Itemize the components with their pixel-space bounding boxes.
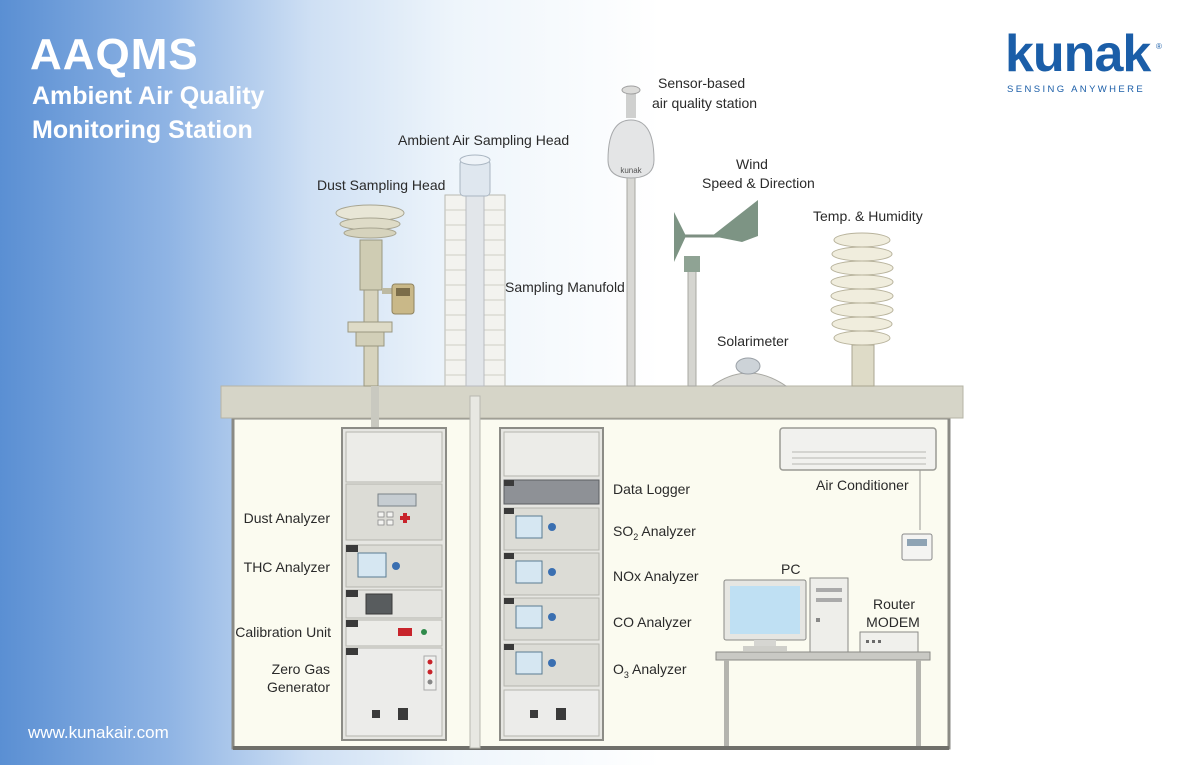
left-rack [341,427,447,741]
label-ambient-head: Ambient Air Sampling Head [398,132,570,148]
label-thc-analyzer: THC Analyzer [243,559,330,575]
page-title: AAQMS [30,30,199,79]
label-zero-gas-2: Generator [266,679,330,695]
label-so2-analyzer: SO2 Analyzer [613,523,696,542]
label-pc: PC [781,561,801,577]
logo-tagline: SENSING ANYWHERE [1007,84,1146,95]
label-o3-analyzer: O3 Analyzer [613,661,687,680]
label-solarimeter: Solarimeter [717,333,789,349]
label-router-2: MODEM [866,614,920,630]
label-dust-head: Dust Sampling Head [317,177,446,193]
label-sensor-station-1: Sensor-based [658,75,746,91]
kunak-logo: kunak [1005,25,1151,83]
shelter-roof [220,385,964,419]
subtitle-line-1: Ambient Air Quality [32,82,265,110]
pc-desk [715,577,931,746]
label-wind-2: Speed & Direction [702,175,815,191]
solarimeter [710,357,788,387]
label-nox-analyzer: NOx Analyzer [613,568,699,584]
label-zero-gas-1: Zero Gas [271,661,330,677]
label-router-1: Router [872,596,916,612]
logo-registered-mark: ® [1156,42,1162,51]
temp-humidity-shield [830,232,894,387]
air-conditioner [779,427,937,561]
subtitle-line-2: Monitoring Station [32,116,253,144]
label-temp-humidity: Temp. & Humidity [813,208,923,224]
right-rack [499,427,604,741]
sensor-station: kunak [607,85,655,387]
label-co-analyzer: CO Analyzer [613,614,692,630]
label-air-conditioner: Air Conditioner [816,477,909,493]
dust-sampling-head [335,204,415,428]
wind-sensor [674,200,758,387]
label-wind-1: Wind [736,156,768,172]
label-data-logger: Data Logger [613,481,691,497]
sampling-manifold [444,154,506,749]
station-brand-label: kunak [620,166,642,175]
label-sampling-manifold: Sampling Manufold [505,279,625,295]
label-calibration-unit: Calibration Unit [235,624,331,640]
label-dust-analyzer: Dust Analyzer [243,510,330,526]
label-sensor-station-2: air quality station [652,95,758,111]
website-url[interactable]: www.kunakair.com [28,723,169,742]
